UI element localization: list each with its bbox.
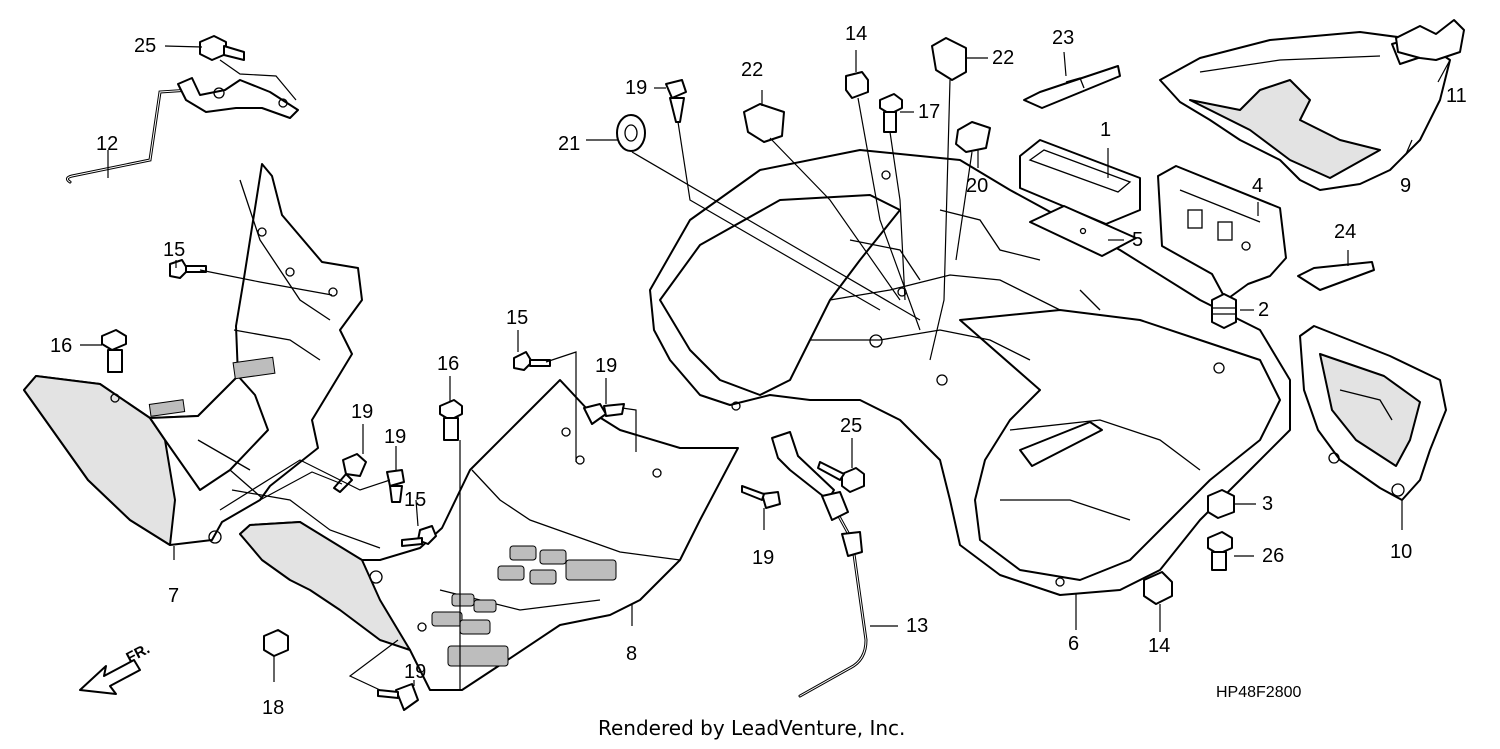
rear-fender-6[interactable]: [649, 149, 1291, 596]
callout-25-left[interactable]: 25: [134, 35, 157, 57]
callout-17[interactable]: 17: [918, 101, 941, 123]
clip-19-b[interactable]: [386, 469, 405, 503]
cushion-21[interactable]: [616, 114, 646, 152]
callout-9[interactable]: 9: [1400, 175, 1412, 197]
callout-6[interactable]: 6: [1068, 633, 1080, 655]
clip-19-top[interactable]: [665, 79, 687, 123]
clamp-22-right[interactable]: [931, 37, 967, 81]
grommet-2[interactable]: [1211, 293, 1237, 329]
clamp-22-left[interactable]: [743, 103, 785, 143]
left-mudguard-7[interactable]: [23, 163, 363, 546]
callout-13[interactable]: 13: [906, 615, 929, 637]
rod-13[interactable]: [771, 431, 868, 698]
callout-21[interactable]: 21: [558, 133, 581, 155]
bolt-25-right[interactable]: [817, 461, 865, 493]
bolt-16-left[interactable]: [101, 329, 127, 373]
front-direction-arrow-icon: [79, 659, 141, 695]
bolt-15-lower[interactable]: [401, 525, 437, 547]
leader-lines: [80, 45, 1451, 691]
callout-19-b[interactable]: 19: [384, 426, 407, 448]
pad-5[interactable]: [1029, 205, 1137, 257]
callout-18[interactable]: 18: [262, 697, 285, 719]
clip-20[interactable]: [955, 121, 991, 153]
callout-14-top[interactable]: 14: [845, 23, 868, 45]
callout-19-top[interactable]: 19: [625, 77, 648, 99]
diagram-code: HP48F2800: [1216, 684, 1302, 701]
callout-5[interactable]: 5: [1132, 229, 1144, 251]
callout-22-right[interactable]: 22: [992, 47, 1015, 69]
callout-26[interactable]: 26: [1262, 545, 1285, 567]
callout-25-right[interactable]: 25: [840, 415, 863, 437]
callout-23[interactable]: 23: [1052, 27, 1075, 49]
clip-19-a[interactable]: [333, 453, 367, 493]
tray-1[interactable]: [1019, 139, 1141, 225]
callout-12[interactable]: 12: [96, 133, 119, 155]
callout-1[interactable]: 1: [1100, 119, 1112, 141]
callout-19-c[interactable]: 19: [595, 355, 618, 377]
bracket-4[interactable]: [1157, 165, 1287, 301]
right-mudguard-8[interactable]: [239, 379, 739, 691]
bolt-25-left[interactable]: [199, 35, 245, 61]
callout-16-left[interactable]: 16: [50, 335, 73, 357]
rear-cover-9[interactable]: [1159, 31, 1451, 191]
callout-24[interactable]: 24: [1334, 221, 1357, 243]
clip-19-f[interactable]: [741, 485, 781, 509]
callout-19-a[interactable]: 19: [351, 401, 374, 423]
nut-18[interactable]: [263, 629, 289, 657]
bolt-16-mid[interactable]: [439, 399, 463, 441]
callout-20[interactable]: 20: [966, 175, 989, 197]
clip-11[interactable]: [1395, 19, 1465, 61]
callout-11[interactable]: 11: [1446, 85, 1467, 107]
callout-8[interactable]: 8: [626, 643, 638, 665]
callout-15-left[interactable]: 15: [163, 239, 186, 261]
bolt-15-mid[interactable]: [513, 351, 551, 371]
callout-15-lower[interactable]: 15: [404, 489, 427, 511]
callout-15-mid[interactable]: 15: [506, 307, 529, 329]
grommet-14-top[interactable]: [845, 71, 869, 99]
bolt-17[interactable]: [879, 93, 903, 133]
callout-4[interactable]: 4: [1252, 175, 1264, 197]
rod-12[interactable]: [65, 77, 299, 184]
callout-3[interactable]: 3: [1262, 493, 1274, 515]
callout-19-f[interactable]: 19: [752, 547, 775, 569]
callout-22-left[interactable]: 22: [741, 59, 764, 81]
bolt-26[interactable]: [1207, 531, 1233, 571]
bolt-15-left[interactable]: [169, 259, 207, 279]
grommet-14-bottom[interactable]: [1143, 571, 1173, 605]
clip-19-c[interactable]: [583, 403, 625, 425]
clip-19-e[interactable]: [377, 683, 419, 711]
callout-19-d[interactable]: 19: [404, 661, 427, 683]
taillight-housing-10[interactable]: [1299, 325, 1447, 501]
callout-16-mid[interactable]: 16: [437, 353, 460, 375]
credit-text: Rendered by LeadVenture, Inc.: [598, 716, 906, 740]
callout-2[interactable]: 2: [1258, 299, 1270, 321]
strap-23[interactable]: [1023, 65, 1121, 109]
callout-7[interactable]: 7: [168, 585, 180, 607]
nut-3[interactable]: [1207, 489, 1235, 519]
strap-24[interactable]: [1297, 261, 1375, 291]
callout-14-bottom[interactable]: 14: [1148, 635, 1171, 657]
callout-10[interactable]: 10: [1390, 541, 1413, 563]
